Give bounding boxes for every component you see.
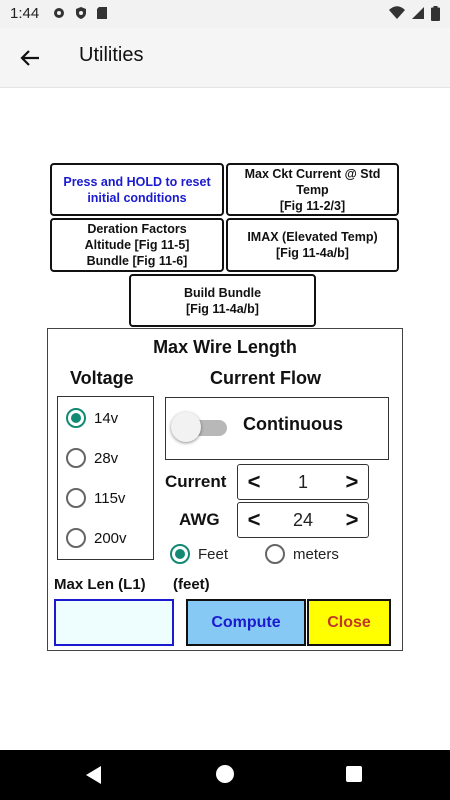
max-ckt-current-button[interactable]: Max Ckt Current @ Std Temp [Fig 11-2/3] [226, 163, 399, 216]
voltage-option-200v[interactable]: 200v [66, 528, 127, 548]
nav-recents-icon[interactable] [346, 766, 362, 782]
wifi-icon [389, 6, 405, 19]
panel-title: Max Wire Length [153, 337, 297, 357]
voltage-option-28v[interactable]: 28v [66, 448, 118, 468]
unit-option-feet[interactable]: Feet [170, 544, 228, 564]
voltage-option-label: 115v [94, 489, 126, 507]
reset-button[interactable]: Press and HOLD to reset initial conditio… [50, 163, 224, 216]
awg-value: 24 [292, 509, 314, 530]
max-wire-length-panel: Max Wire Length Voltage Current Flow 14v… [47, 328, 403, 651]
arrow-left-icon [20, 50, 39, 66]
nav-back-icon[interactable] [86, 766, 102, 784]
app-bar: Utilities [0, 28, 450, 88]
current-label: Current [165, 472, 227, 491]
chevron-left-icon[interactable]: < [247, 469, 261, 494]
unit-option-label: Feet [198, 545, 229, 563]
chevron-right-icon[interactable]: > [345, 507, 359, 532]
page-title: Utilities [79, 44, 144, 66]
awg-label: AWG [179, 510, 220, 529]
battery-icon [431, 6, 440, 21]
navigation-bar [0, 750, 450, 800]
status-bar: 1:44 [0, 0, 450, 28]
unit-option-label: meters [293, 545, 339, 563]
status-icons-right [389, 6, 440, 21]
continuous-label: Continuous [243, 414, 343, 434]
radio-selected-icon[interactable] [66, 408, 86, 428]
radio-unselected-icon[interactable] [265, 544, 285, 564]
cell-signal-icon [412, 7, 424, 19]
feet-unit-label: (feet) [173, 576, 210, 593]
build-bundle-button[interactable]: Build Bundle [Fig 11-4a/b] [129, 274, 316, 327]
voltage-label: Voltage [70, 368, 134, 388]
awg-stepper: < 24 > [237, 502, 369, 538]
voltage-option-115v[interactable]: 115v [66, 488, 125, 508]
current-flow-label: Current Flow [210, 368, 321, 388]
compute-button[interactable]: Compute [186, 599, 306, 646]
radio-unselected-icon[interactable] [66, 488, 86, 508]
chevron-right-icon[interactable]: > [345, 469, 359, 494]
back-button[interactable] [14, 42, 46, 74]
radio-unselected-icon[interactable] [66, 528, 86, 548]
chevron-left-icon[interactable]: < [247, 507, 261, 532]
radio-selected-icon[interactable] [170, 544, 190, 564]
radio-unselected-icon[interactable] [66, 448, 86, 468]
current-value: 1 [297, 471, 308, 492]
status-time: 1:44 [10, 5, 40, 22]
max-len-label: Max Len (L1) [54, 576, 146, 593]
status-icons-left [52, 6, 108, 20]
current-flow-box: Continuous [165, 397, 389, 460]
current-stepper: < 1 > [237, 464, 369, 500]
unit-option-meters[interactable]: meters [265, 544, 339, 564]
voltage-option-label: 200v [94, 529, 127, 547]
max-len-input[interactable] [54, 599, 174, 646]
close-button[interactable]: Close [307, 599, 391, 646]
shield-icon [76, 7, 86, 19]
voltage-radio-group: 14v 28v 115v 200v [57, 396, 154, 560]
imax-button[interactable]: IMAX (Elevated Temp) [Fig 11-4a/b] [226, 218, 399, 272]
voltage-option-label: 14v [94, 409, 119, 427]
toggle-thumb[interactable] [171, 412, 201, 442]
voltage-option-14v[interactable]: 14v [66, 408, 118, 428]
sd-card-icon [97, 7, 107, 19]
gear-icon [54, 8, 64, 18]
continuous-toggle[interactable] [171, 410, 231, 444]
nav-home-icon[interactable] [216, 765, 234, 783]
deration-factors-button[interactable]: Deration Factors Altitude [Fig 11-5] Bun… [50, 218, 224, 272]
voltage-option-label: 28v [94, 449, 119, 467]
